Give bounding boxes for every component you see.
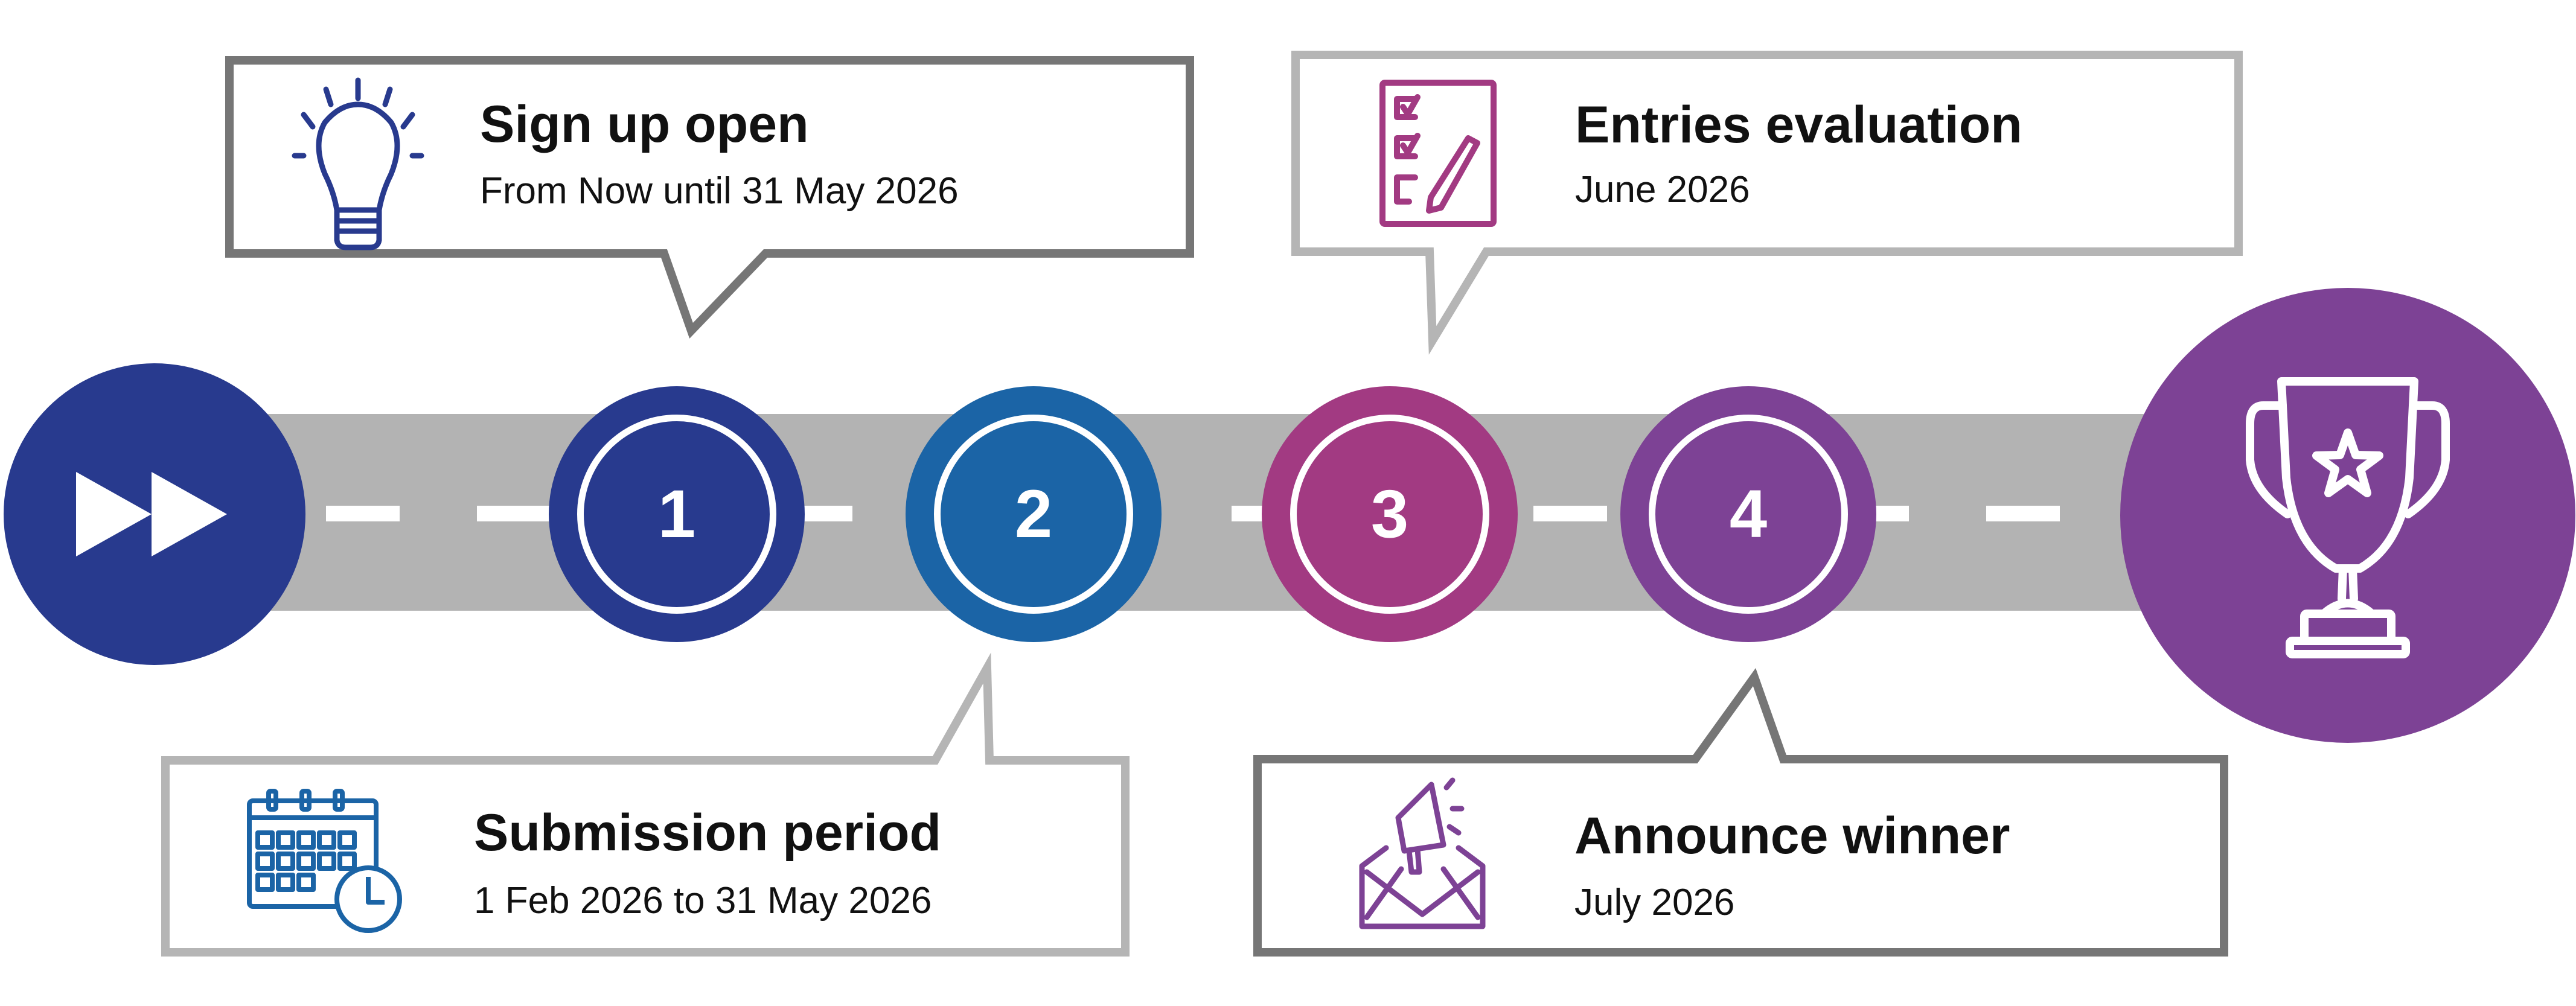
step-marker-1: 1: [549, 386, 805, 642]
step-ring: 1: [577, 415, 776, 614]
step-marker-3: 3: [1262, 386, 1518, 642]
callout-title: Submission period: [474, 804, 942, 862]
callout-subtitle: 1 Feb 2026 to 31 May 2026: [474, 880, 932, 922]
callout-subtitle: July 2026: [1574, 882, 1735, 923]
callout-subtitle: June 2026: [1575, 169, 1750, 211]
step-ring: 2: [934, 415, 1133, 614]
callout-announce-winner: Announce winner July 2026: [1253, 668, 2228, 957]
road-dash: [1986, 506, 2060, 521]
callout-sign-up-open: Sign up open From Now until 31 May 2026: [225, 56, 1194, 340]
fast-forward-icon: [76, 472, 227, 556]
start-marker: [4, 363, 305, 665]
callout-frame: [225, 56, 1194, 339]
megaphone-envelope-icon: [1359, 777, 1486, 929]
callout-title: Sign up open: [480, 95, 809, 153]
road-dash: [477, 506, 551, 521]
callout-entries-evaluation: Entries evaluation June 2026: [1291, 51, 2243, 355]
step-number: 4: [1729, 476, 1768, 552]
callout-frame: [161, 652, 1130, 957]
step-marker-4: 4: [1620, 386, 1876, 642]
step-number: 2: [1014, 476, 1053, 552]
checklist-icon: [1379, 80, 1497, 227]
lightbulb-icon: [292, 77, 424, 250]
callout-frame: [1253, 668, 2228, 957]
step-ring: 4: [1649, 415, 1848, 614]
step-marker-2: 2: [906, 386, 1162, 642]
finish-marker: [2120, 288, 2575, 743]
step-ring: 3: [1290, 415, 1489, 614]
trophy-icon: [2246, 377, 2450, 658]
step-number: 3: [1370, 476, 1409, 552]
step-number: 1: [657, 476, 696, 552]
road-dash: [326, 506, 400, 521]
callout-title: Entries evaluation: [1575, 96, 2022, 154]
callout-frame: [1291, 51, 2243, 355]
calendar-clock-icon: [247, 789, 402, 933]
callout-title: Announce winner: [1574, 807, 2010, 865]
callout-submission-period: Submission period 1 Feb 2026 to 31 May 2…: [161, 652, 1130, 957]
callout-subtitle: From Now until 31 May 2026: [480, 170, 959, 212]
road-dash: [1533, 506, 1607, 521]
